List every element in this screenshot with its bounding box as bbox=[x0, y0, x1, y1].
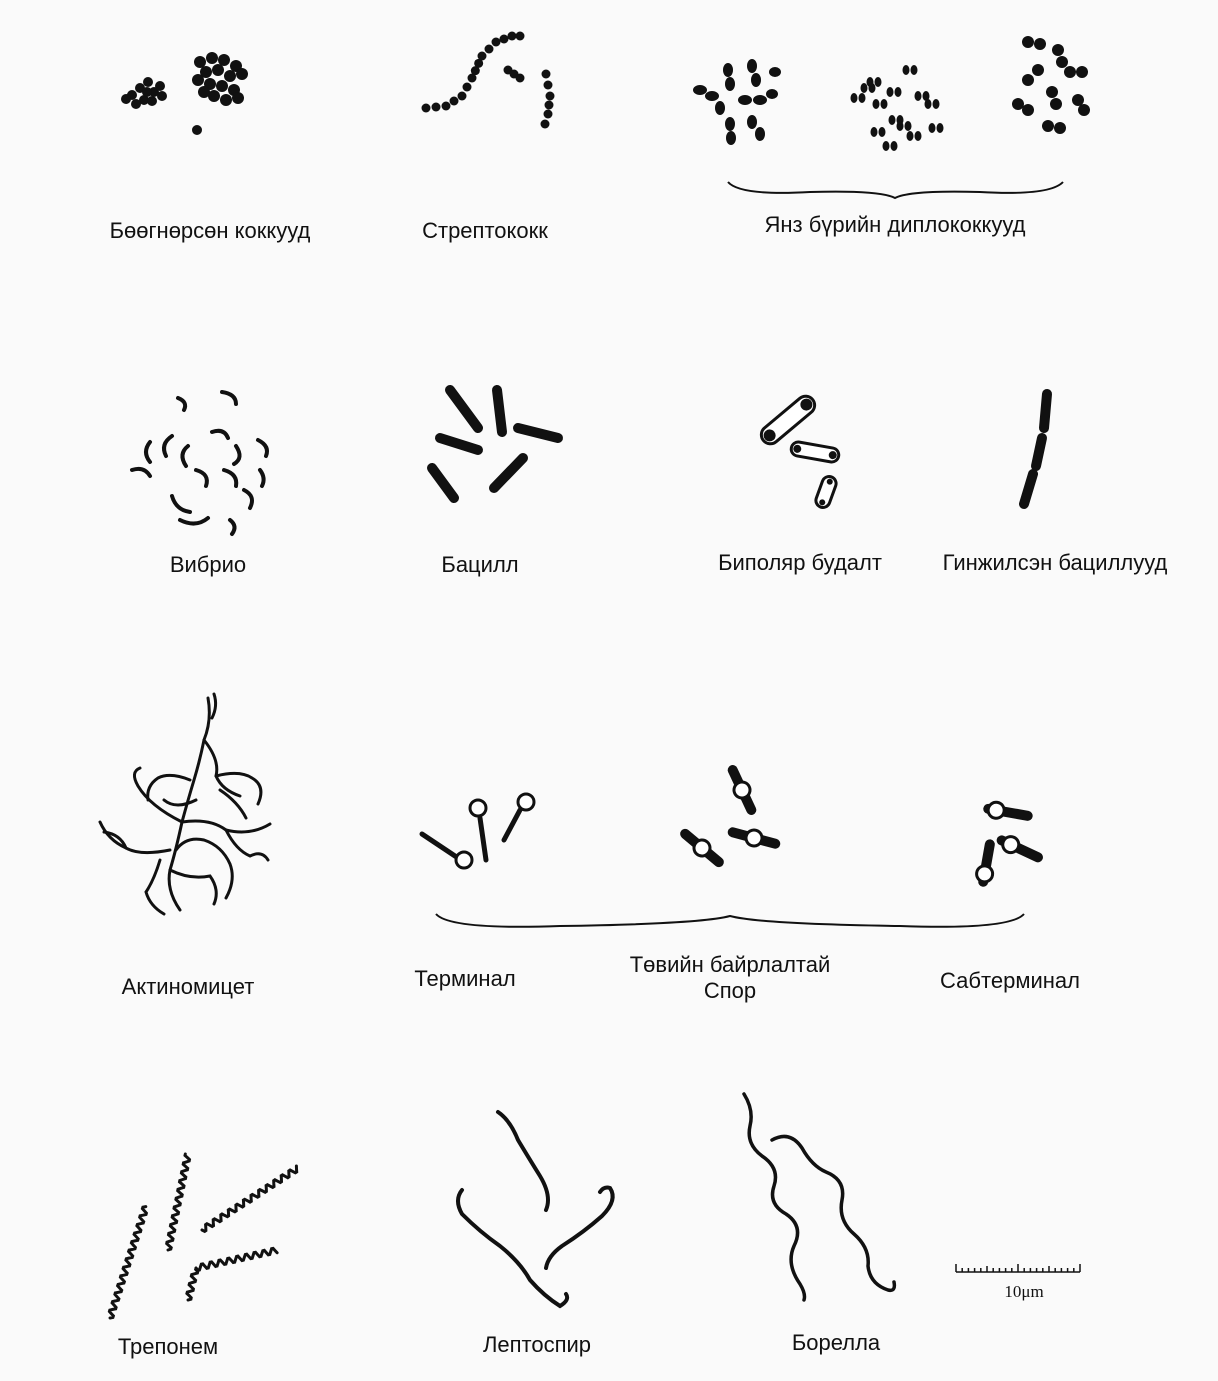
spore-brace bbox=[436, 914, 1024, 927]
label-bacillus: Бацилл bbox=[441, 552, 518, 578]
label-diplococci: Янз бүрийн диплококкууд bbox=[765, 212, 1026, 238]
label-bipolar-staining: Биполяр будалт bbox=[718, 550, 882, 576]
label-streptococcus: Стрептококк bbox=[422, 218, 548, 244]
vibrio-illustration bbox=[132, 392, 267, 534]
label-central-line2: Спор bbox=[630, 978, 831, 1004]
diplococci-brace bbox=[728, 182, 1063, 198]
label-leptospira: Лептоспир bbox=[483, 1332, 591, 1358]
scale-bar bbox=[956, 1264, 1080, 1272]
bipolar-staining-illustration bbox=[758, 393, 840, 510]
label-vibrio: Вибрио bbox=[170, 552, 246, 578]
actinomycete-illustration bbox=[100, 694, 270, 914]
central-spore-illustration bbox=[680, 767, 777, 869]
label-terminal: Терминал bbox=[414, 966, 515, 992]
treponema-illustration bbox=[109, 1154, 296, 1318]
label-central-line1: Төвийн байрлалтай bbox=[630, 952, 831, 978]
label-subterminal: Сабтерминал bbox=[940, 968, 1080, 994]
label-central: Төвийн байрлалтай Спор bbox=[630, 952, 831, 1005]
subterminal-spore-illustration bbox=[975, 801, 1041, 883]
leptospira-illustration bbox=[458, 1112, 613, 1306]
label-clustered-cocci: Бөөгнөрсөн коккууд bbox=[110, 218, 311, 244]
chained-bacilli-illustration bbox=[1024, 394, 1047, 504]
borrelia-illustration bbox=[744, 1094, 894, 1300]
label-treponema: Трепонем bbox=[118, 1334, 218, 1360]
scale-bar-label: 10μm bbox=[1004, 1282, 1043, 1302]
clustered-cocci-illustration bbox=[121, 52, 248, 135]
label-actinomycete: Актиномицет bbox=[122, 974, 255, 1000]
diplococci-illustration bbox=[693, 36, 1090, 151]
label-chained-bacilli: Гинжилсэн бациллууд bbox=[943, 550, 1168, 576]
streptococcus-illustration bbox=[422, 32, 555, 129]
terminal-spore-illustration bbox=[422, 794, 534, 868]
label-borrelia: Борелла bbox=[792, 1330, 880, 1356]
bacillus-illustration bbox=[432, 390, 558, 498]
